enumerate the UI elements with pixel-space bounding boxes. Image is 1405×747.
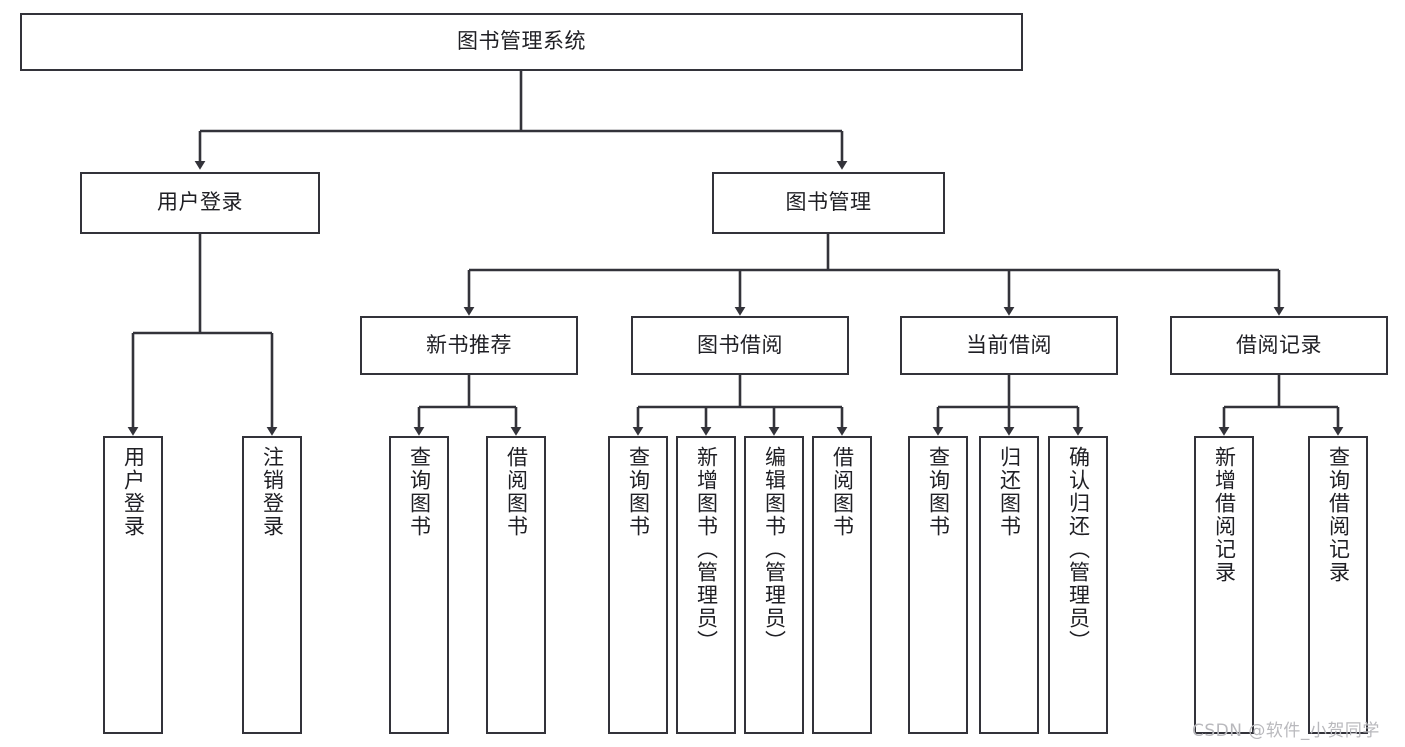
- node-leaf-user-logout-label: 注销登录: [260, 446, 285, 538]
- node-borrow-record-label: 借阅记录: [1236, 332, 1322, 357]
- node-leaf-query-book-3[interactable]: 查询图书: [908, 436, 968, 734]
- edges-currentborrow-to-leaves: [932, 375, 1084, 436]
- node-leaf-query-book-2-label: 查询图书: [626, 446, 651, 538]
- node-leaf-query-book-3-label: 查询图书: [926, 446, 951, 538]
- node-new-book-recommend-label: 新书推荐: [426, 332, 512, 357]
- edges-root-to-level2: [194, 71, 848, 170]
- edges-bookborrow-to-leaves: [632, 375, 848, 436]
- node-leaf-borrow-book-1[interactable]: 借阅图书: [486, 436, 546, 734]
- node-leaf-add-book[interactable]: 新增图书（管理员）: [676, 436, 736, 734]
- node-leaf-user-login-label: 用户登录: [121, 446, 146, 538]
- node-new-book-recommend[interactable]: 新书推荐: [360, 316, 578, 375]
- node-leaf-edit-book-label: 编辑图书（管理员）: [762, 446, 787, 653]
- node-leaf-query-book-2[interactable]: 查询图书: [608, 436, 668, 734]
- node-leaf-return-book[interactable]: 归还图书: [979, 436, 1039, 734]
- node-leaf-borrow-book-2[interactable]: 借阅图书: [812, 436, 872, 734]
- node-leaf-edit-book[interactable]: 编辑图书（管理员）: [744, 436, 804, 734]
- node-leaf-confirm-return[interactable]: 确认归还（管理员）: [1048, 436, 1108, 734]
- node-book-manage[interactable]: 图书管理: [712, 172, 945, 234]
- edges-newbook-to-leaves: [413, 375, 522, 436]
- node-leaf-user-login[interactable]: 用户登录: [103, 436, 163, 734]
- node-book-borrow-label: 图书借阅: [697, 332, 783, 357]
- node-leaf-confirm-return-label: 确认归还（管理员）: [1066, 446, 1091, 653]
- node-borrow-record[interactable]: 借阅记录: [1170, 316, 1388, 375]
- node-user-login[interactable]: 用户登录: [80, 172, 320, 234]
- node-leaf-borrow-book-2-label: 借阅图书: [830, 446, 855, 538]
- watermark-text: CSDN @软件_小贺同学: [1192, 721, 1380, 741]
- node-current-borrow[interactable]: 当前借阅: [900, 316, 1118, 375]
- node-leaf-query-record-label: 查询借阅记录: [1326, 446, 1351, 584]
- node-leaf-query-book-1[interactable]: 查询图书: [389, 436, 449, 734]
- edges-userlogin-to-leaves: [127, 234, 278, 436]
- node-leaf-add-record[interactable]: 新增借阅记录: [1194, 436, 1254, 734]
- edges-borrowrecord-to-leaves: [1218, 375, 1344, 436]
- node-leaf-query-book-1-label: 查询图书: [407, 446, 432, 538]
- edges-bookmanage-to-level3: [463, 234, 1285, 316]
- node-current-borrow-label: 当前借阅: [966, 332, 1052, 357]
- node-leaf-return-book-label: 归还图书: [997, 446, 1022, 538]
- node-leaf-borrow-book-1-label: 借阅图书: [504, 446, 529, 538]
- node-book-manage-label: 图书管理: [785, 190, 872, 215]
- node-book-borrow[interactable]: 图书借阅: [631, 316, 849, 375]
- node-root[interactable]: 图书管理系统: [20, 13, 1023, 71]
- node-leaf-add-book-label: 新增图书（管理员）: [694, 446, 719, 653]
- node-leaf-add-record-label: 新增借阅记录: [1212, 446, 1237, 584]
- node-leaf-query-record[interactable]: 查询借阅记录: [1308, 436, 1368, 734]
- node-root-label: 图书管理系统: [457, 29, 586, 54]
- node-leaf-user-logout[interactable]: 注销登录: [242, 436, 302, 734]
- node-user-login-label: 用户登录: [157, 190, 243, 215]
